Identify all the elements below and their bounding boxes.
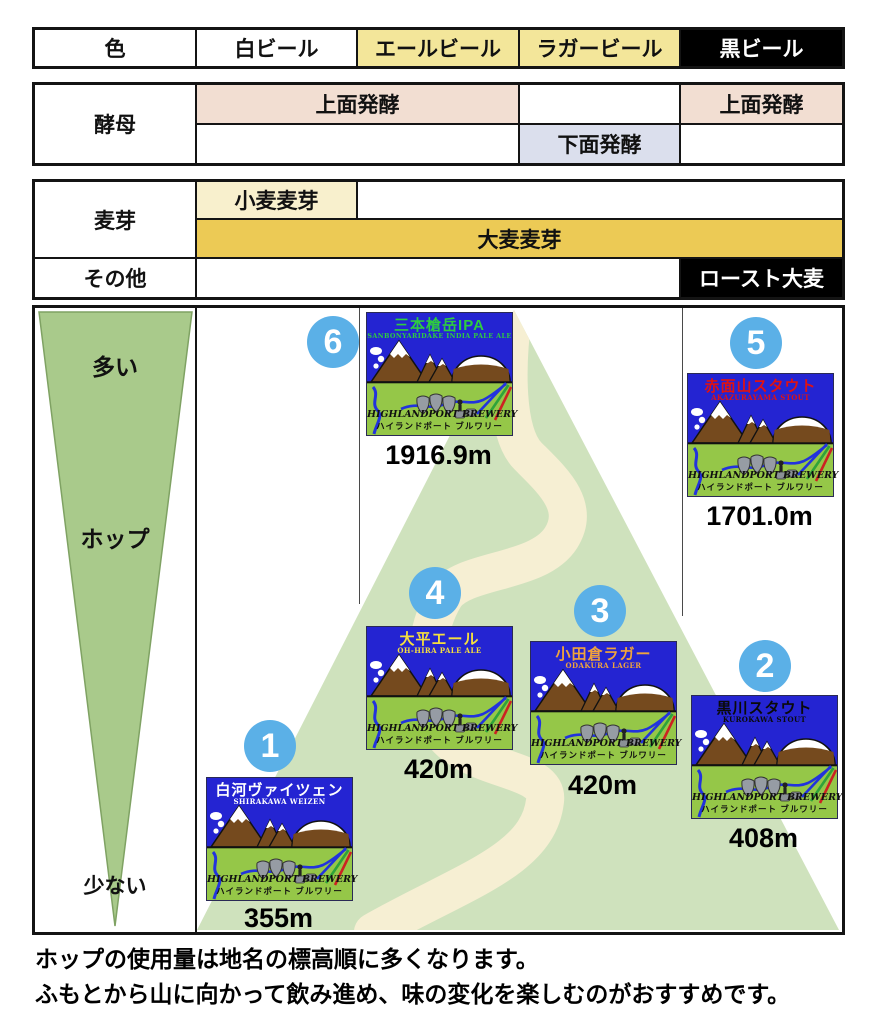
other-header-cell: その他	[34, 258, 196, 298]
beer-number-badge: 1	[244, 720, 296, 772]
other-empty-cell	[196, 258, 680, 298]
yeast-table: 酵母 上面発酵 上面発酵 下面発酵	[32, 82, 845, 166]
lager-beer-cell: ラガービール	[519, 29, 680, 67]
beer-number-badge: 5	[730, 317, 782, 369]
mountain-shape	[197, 310, 839, 930]
elevation-label: 420m	[403, 754, 474, 784]
beer-name: 赤面山スタウト	[704, 378, 817, 395]
beer-name: 小田倉ラガー	[555, 646, 652, 663]
brewery-name-jp: ハイランドポート ブルワリー	[540, 750, 667, 760]
brewery-name-jp: ハイランドポート ブルワリー	[701, 804, 828, 814]
brewery-name-jp: ハイランドポート ブルワリー	[697, 482, 824, 492]
beer-name: 三本槍岳IPA	[394, 317, 485, 334]
beer-name-en: ODAKURA LAGER	[565, 661, 642, 670]
malt-table: 麦芽 小麦麦芽 大麦麦芽 その他 ロースト大麦	[32, 179, 845, 300]
beer-number-badge: 4	[409, 567, 461, 619]
brewery-name-jp: ハイランドポート ブルワリー	[216, 886, 343, 896]
elevation-label: 420m	[567, 770, 638, 800]
beer-label: 黒川スタウト KUROKAWA STOUT HIGHLANDPORT BREWE…	[691, 695, 843, 819]
bottom-fermentation-cell: 下面発酵	[519, 124, 680, 164]
elevation-chart: 多い ホップ 少ない 6 三本槍岳IPA SANBONYARIDAKE INDI…	[32, 305, 845, 935]
elevation-label: 1916.9m	[385, 440, 492, 470]
column-line-right	[682, 308, 683, 616]
elevation-label: 408m	[728, 823, 799, 853]
top-fermentation-cell-left: 上面発酵	[196, 84, 519, 124]
beer-number-badge: 6	[307, 316, 359, 368]
beer-label: 大平エール OH-HIRA PALE ALE HIGHLANDPORT BREW…	[366, 626, 518, 750]
beer-name-en: AKAZURAYAMA STOUT	[711, 393, 810, 402]
beer-name-en: OH-HIRA PALE ALE	[397, 646, 482, 655]
beer-name-en: SANBONYARIDAKE INDIA PALE ALE	[367, 332, 512, 340]
brewery-name-en: HIGHLANDPORT BREWERY	[367, 723, 518, 734]
beer-label: 赤面山スタウト AKAZURAYAMA STOUT HIGHLANDPORT B…	[687, 373, 839, 497]
brewery-name-en: HIGHLANDPORT BREWERY	[367, 409, 518, 420]
brewery-name-en: HIGHLANDPORT BREWERY	[692, 792, 843, 803]
beer-label: 白河ヴァイツェン SHIRAKAWA WEIZEN HIGHLANDPORT B…	[206, 777, 358, 901]
elevation-label: 1701.0m	[706, 501, 813, 531]
elevation-label: 355m	[243, 903, 314, 933]
white-beer-cell: 白ビール	[196, 29, 357, 67]
yeast-empty-cell-bottom-left	[196, 124, 519, 164]
barley-malt-cell: 大麦麦芽	[196, 219, 843, 258]
brewery-name-en: HIGHLANDPORT BREWERY	[688, 470, 839, 481]
malt-empty-cell-top	[357, 181, 843, 219]
beer-number-badge: 2	[739, 640, 791, 692]
black-beer-cell: 黒ビール	[680, 29, 843, 67]
yeast-empty-cell-bottom-right	[680, 124, 843, 164]
yeast-header-cell: 酵母	[34, 84, 196, 164]
footer-note-1: ホップの使用量は地名の標高順に多くなります。	[35, 946, 539, 972]
hop-axis-triangle	[38, 311, 193, 927]
axis-divider	[195, 308, 197, 932]
top-fermentation-cell-right: 上面発酵	[680, 84, 843, 124]
beer-name-en: SHIRAKAWA WEIZEN	[233, 797, 326, 806]
ale-beer-cell: エールビール	[357, 29, 519, 67]
roasted-barley-cell: ロースト大麦	[680, 258, 843, 298]
beer-number-badge: 3	[574, 585, 626, 637]
beer-name: 黒川スタウト	[716, 700, 813, 717]
beer-name: 白河ヴァイツェン	[215, 782, 344, 799]
footer-note-2: ふもとから山に向かって飲み進め、味の変化を楽しむのがおすすめです。	[35, 981, 791, 1007]
color-header-cell: 色	[34, 29, 196, 67]
column-line-left	[359, 308, 360, 604]
color-table: 色 白ビール エールビール ラガービール 黒ビール	[32, 27, 845, 69]
beer-label: 三本槍岳IPA SANBONYARIDAKE INDIA PALE ALE HI…	[366, 312, 518, 436]
hop-more-label: 多い	[92, 354, 138, 380]
beer-name: 大平エール	[399, 631, 480, 648]
hop-axis-label: ホップ	[80, 526, 150, 552]
wheat-malt-cell: 小麦麦芽	[196, 181, 357, 219]
brewery-name-jp: ハイランドポート ブルワリー	[376, 735, 503, 745]
brewery-name-jp: ハイランドポート ブルワリー	[376, 421, 503, 431]
hop-less-label: 少ない	[83, 875, 147, 898]
beer-label: 小田倉ラガー ODAKURA LAGER HIGHLANDPORT BREWER…	[530, 641, 682, 765]
brewery-name-en: HIGHLANDPORT BREWERY	[207, 874, 358, 885]
brewery-name-en: HIGHLANDPORT BREWERY	[531, 738, 682, 749]
malt-header-cell: 麦芽	[34, 181, 196, 258]
yeast-empty-cell-lager-top	[519, 84, 680, 124]
beer-name-en: KUROKAWA STOUT	[722, 715, 807, 724]
